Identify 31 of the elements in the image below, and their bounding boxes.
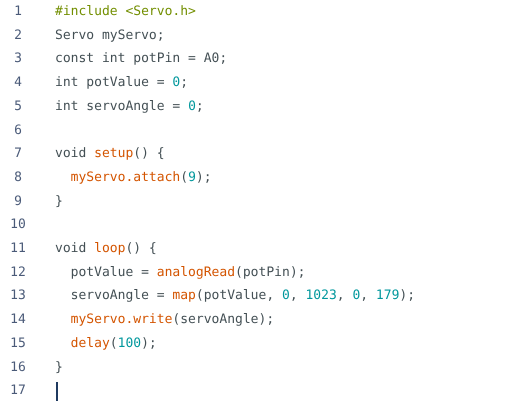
- code-line: }: [55, 192, 63, 211]
- line-number: 9: [13, 192, 23, 211]
- line-number: 11: [9, 240, 27, 258]
- code-line: Servo myServo;: [55, 26, 165, 45]
- code-line: const int potPin = A0;: [55, 50, 228, 68]
- code-line: myServo.attach(9);: [70, 168, 212, 187]
- line-number: 16: [9, 358, 27, 376]
- line-number: 7: [13, 145, 23, 164]
- line-number: 15: [9, 334, 27, 353]
- code-line: int servoAngle = 0;: [55, 98, 204, 116]
- code-line: myServo.write(servoAngle);: [70, 311, 274, 330]
- line-number: 13: [9, 287, 27, 306]
- line-number: 8: [13, 168, 23, 187]
- line-number: 5: [13, 98, 23, 116]
- line-number: 3: [13, 50, 23, 68]
- line-number: 4: [13, 74, 23, 92]
- code-line: int potValue = 0;: [55, 74, 188, 92]
- code-line: delay(100);: [70, 334, 157, 353]
- line-number: 12: [9, 264, 27, 282]
- code-line: }: [55, 358, 63, 376]
- line-number: 17: [9, 382, 27, 400]
- line-number: 14: [9, 311, 27, 330]
- line-number: 10: [9, 216, 27, 234]
- line-number: 1: [13, 3, 23, 21]
- code-line: #include <Servo.h>: [55, 3, 196, 21]
- code-line: servoAngle = map(potValue, 0, 1023, 0, 179);: [70, 287, 416, 306]
- line-number: 2: [13, 26, 23, 45]
- code-line: void setup() {: [55, 145, 165, 164]
- line-number: 6: [13, 122, 23, 140]
- code-line: void loop() {: [55, 240, 157, 258]
- code-line: potValue = analogRead(potPin);: [70, 264, 306, 282]
